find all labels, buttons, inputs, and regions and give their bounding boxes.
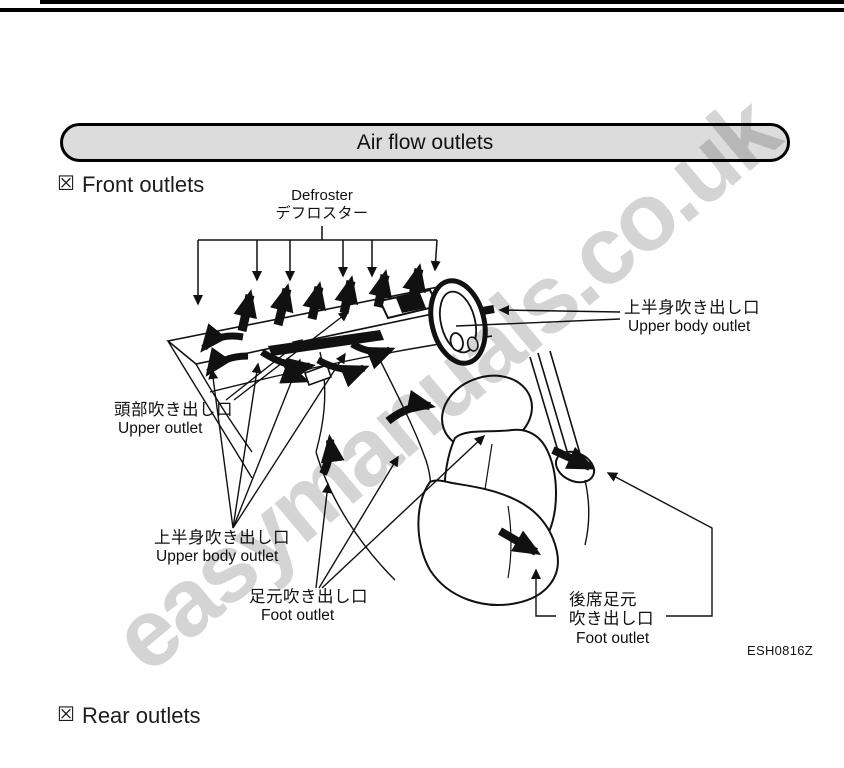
label-defroster-en: Defroster [291, 187, 353, 204]
top-edge-bar [40, 0, 844, 4]
label-jp-line2: 吹き出し口 [569, 610, 654, 629]
steering-wheel [428, 278, 488, 366]
missing-glyph-icon: ☒ [57, 704, 75, 726]
label-jp: 上半身吹き出し口 [154, 529, 290, 547]
label-en: Upper outlet [118, 420, 203, 438]
label-rear-foot-outlet: 後席足元 吹き出し口 Foot outlet [569, 591, 654, 648]
label-upper-body-outlet-right: 上半身吹き出し口 Upper body outlet [624, 299, 760, 337]
front-seat [417, 350, 596, 606]
label-en: Upper body outlet [156, 548, 279, 566]
label-en: Foot outlet [261, 607, 335, 625]
label-jp-line1: 後席足元 [569, 591, 637, 609]
heading-front-outlets: ☒ Front outlets [57, 172, 204, 198]
label-upper-body-outlet-left: 上半身吹き出し口 Upper body outlet [154, 529, 290, 567]
label-foot-outlet: 足元吹き出し口 Foot outlet [249, 588, 368, 626]
header-rule [0, 8, 844, 12]
label-upper-outlet: 頭部吹き出し口 Upper outlet [114, 401, 233, 439]
seat-cushion [417, 479, 559, 606]
label-en: Foot outlet [576, 629, 650, 647]
label-defroster: Defroster デフロスター [252, 187, 392, 222]
page-title: Air flow outlets [356, 130, 494, 154]
label-jp: 足元吹き出し口 [249, 588, 368, 606]
cabin-airflow-arrows [319, 389, 596, 556]
missing-glyph-icon: ☒ [57, 173, 75, 195]
heading-front-label: Front outlets [81, 172, 205, 197]
leader-lines [208, 305, 713, 617]
label-jp: 上半身吹き出し口 [624, 299, 760, 317]
label-jp: 頭部吹き出し口 [114, 401, 233, 419]
section-title-bar: Air flow outlets [60, 123, 790, 162]
heading-rear-label: Rear outlets [81, 703, 201, 728]
defroster-airflow-arrows [233, 263, 426, 332]
label-en: Upper body outlet [628, 318, 751, 336]
heading-rear-outlets: ☒ Rear outlets [57, 703, 201, 729]
label-defroster-jp: デフロスター [275, 204, 369, 222]
figure-code: ESH0816Z [747, 643, 813, 658]
